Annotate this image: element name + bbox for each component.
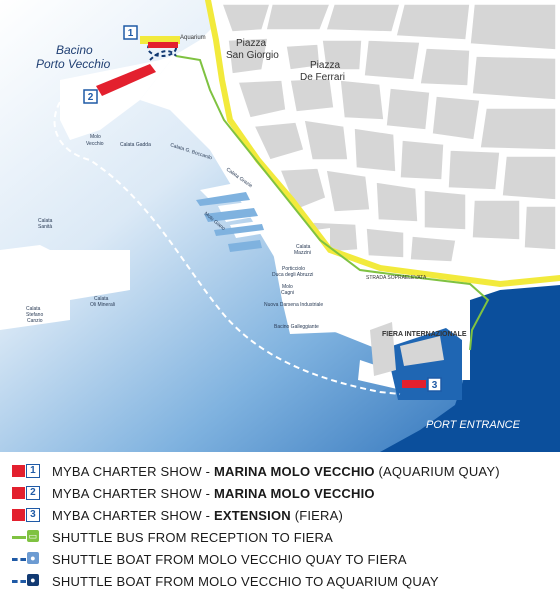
legend-label-2: MYBA CHARTER SHOW - MARINA MOLO VECCHIO	[52, 485, 375, 501]
legend-label-5: SHUTTLE BOAT FROM MOLO VECCHIO QUAY TO F…	[52, 551, 407, 567]
calata-oli-label-1: Calata	[94, 296, 109, 302]
dashed-line-icon	[12, 580, 26, 583]
number-badge-icon: 2	[26, 486, 40, 500]
fiera-buildings	[370, 322, 444, 376]
person-icon: ●	[27, 552, 39, 564]
marinas	[196, 192, 264, 252]
calata-mazzini-label-2: Mazzini	[294, 250, 311, 256]
exhibit-area-2	[96, 64, 156, 96]
marker-2[interactable]: 2	[83, 89, 98, 104]
green-line-icon	[12, 536, 26, 539]
calata-sanita-label-1: Calata	[38, 218, 53, 224]
molo-vecchio-label-1: Molo	[90, 134, 101, 140]
calata-mazzini-label-1: Calata	[296, 244, 311, 250]
calata-gadda-label: Calata Gadda	[120, 142, 151, 148]
map-legend: 1 MYBA CHARTER SHOW - MARINA MOLO VECCHI…	[12, 460, 552, 592]
duca-label-2: Duca degli Abruzzi	[272, 272, 313, 278]
legend-key-exhibit-3: 3	[12, 508, 40, 522]
legend-label-3: MYBA CHARTER SHOW - EXTENSION (FIERA)	[52, 507, 344, 523]
duca-label-1: Porticciolo	[282, 266, 305, 272]
marker-3[interactable]: 3	[427, 377, 442, 392]
legend-key-exhibit-1: 1	[12, 464, 40, 478]
molo-cagni-label-2: Cagni	[281, 290, 294, 296]
legend-item-1: 1 MYBA CHARTER SHOW - MARINA MOLO VECCHI…	[12, 460, 552, 482]
svg-text:2: 2	[88, 92, 94, 103]
molo-cagni-label-1: Molo	[282, 284, 293, 290]
calata-stefano-label-3: Canzio	[27, 318, 43, 324]
piazza-sg-label-2: San Giorgio	[226, 50, 279, 61]
red-square-icon	[12, 465, 25, 477]
legend-item-4: ▭ SHUTTLE BUS FROM RECEPTION TO FIERA	[12, 526, 552, 548]
piazza-df-label-2: De Ferrari	[300, 72, 345, 83]
port-entrance-label: PORT ENTRANCE	[426, 419, 521, 431]
calata-stefano-label-1: Calata	[26, 306, 41, 312]
exhibit-area-3	[402, 380, 426, 388]
legend-key-boat-aquarium: ●	[12, 574, 40, 588]
exhibit-area-1	[148, 42, 178, 48]
svg-text:1: 1	[128, 28, 134, 39]
aquarium-label: Aquarium	[180, 35, 206, 41]
city-blocks	[220, 3, 557, 263]
bacino-label-2: Porto Vecchio	[36, 57, 111, 71]
legend-label-1: MYBA CHARTER SHOW - MARINA MOLO VECCHIO …	[52, 463, 500, 479]
number-badge-icon: 3	[26, 508, 40, 522]
shuttle-boat-route-fiera	[53, 79, 401, 395]
legend-item-2: 2 MYBA CHARTER SHOW - MARINA MOLO VECCHI…	[12, 482, 552, 504]
svg-text:3: 3	[432, 380, 438, 391]
bus-icon: ▭	[27, 530, 39, 542]
piazza-sg-label-1: Piazza	[236, 38, 266, 49]
calata-sanita-label-2: Sanità	[38, 224, 52, 230]
strada-label: STRADA SOPRAELEVATA	[366, 275, 427, 281]
bacino-galleggiante-label: Bacino Galleggiante	[274, 324, 319, 330]
red-square-icon	[12, 487, 25, 499]
dashed-line-icon	[12, 558, 26, 561]
legend-key-exhibit-2: 2	[12, 486, 40, 500]
shuttle-boat-route-aquarium	[149, 50, 177, 61]
bacino-label-1: Bacino	[56, 43, 93, 57]
aquarium-building	[140, 36, 180, 44]
piazza-df-label-1: Piazza	[310, 60, 340, 71]
legend-item-5: ● SHUTTLE BOAT FROM MOLO VECCHIO QUAY TO…	[12, 548, 552, 570]
shuttle-bus-route	[175, 55, 490, 351]
person-icon: ●	[27, 574, 39, 586]
molo-vecchio-label-2: Vecchio	[86, 141, 104, 147]
darsena-label: Nuova Darsena Industriale	[264, 302, 323, 308]
port-map: 1 2 3 Bacino Porto Vecchio PORT ENTRANCE…	[0, 0, 560, 452]
legend-item-6: ● SHUTTLE BOAT FROM MOLO VECCHIO TO AQUA…	[12, 570, 552, 592]
strada-sopraelevata	[205, 0, 560, 288]
calata-stefano-label-2: Stefano	[26, 312, 43, 318]
legend-label-6: SHUTTLE BOAT FROM MOLO VECCHIO TO AQUARI…	[52, 573, 439, 589]
legend-item-3: 3 MYBA CHARTER SHOW - EXTENSION (FIERA)	[12, 504, 552, 526]
marker-1[interactable]: 1	[123, 25, 138, 40]
number-badge-icon: 1	[26, 464, 40, 478]
red-square-icon	[12, 509, 25, 521]
legend-key-bus: ▭	[12, 530, 40, 544]
legend-key-boat-fiera: ●	[12, 552, 40, 566]
fiera-label: FIERA INTERNAZIONALE	[382, 331, 467, 338]
legend-label-4: SHUTTLE BUS FROM RECEPTION TO FIERA	[52, 529, 333, 545]
calata-oli-label-2: Oli Minerali	[90, 302, 115, 308]
